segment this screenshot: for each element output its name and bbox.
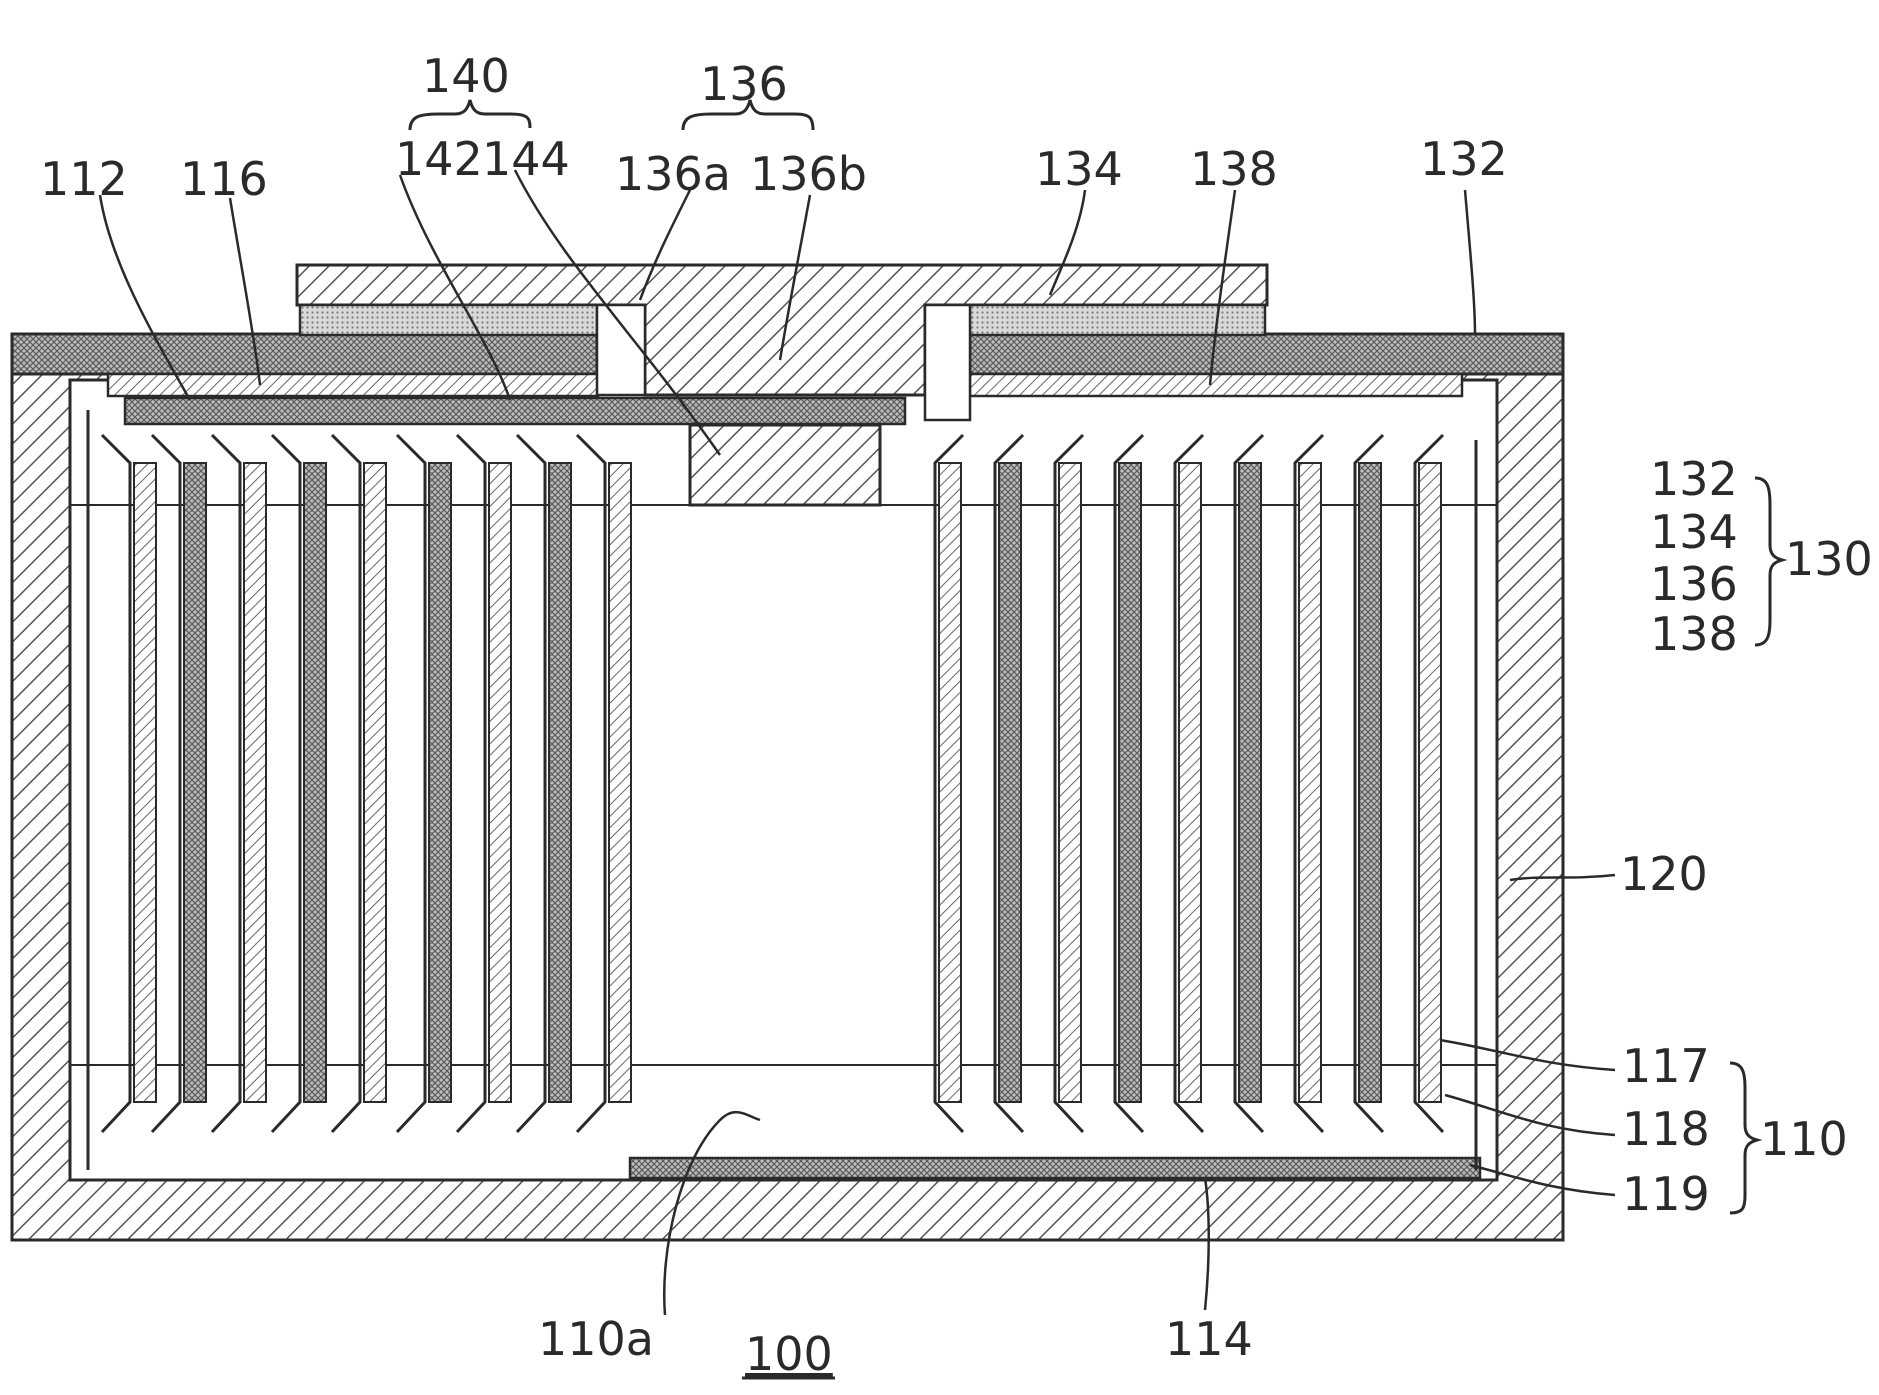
- label-119: 119: [1622, 1167, 1710, 1221]
- electrode-plate: [184, 463, 206, 1102]
- electrode-plate: [304, 463, 326, 1102]
- electrode-plate: [134, 463, 156, 1102]
- label-110: 110: [1760, 1112, 1848, 1166]
- electrode-outline: [397, 435, 425, 1132]
- label-118: 118: [1622, 1102, 1710, 1156]
- electrode-plate: [1059, 463, 1081, 1102]
- tab-lead-142: [125, 398, 905, 424]
- group130-item-136: 136: [1650, 557, 1738, 611]
- electrode-plate: [244, 463, 266, 1102]
- electrode-outline: [212, 435, 240, 1132]
- electrode-outline: [577, 435, 605, 1132]
- upper-band: [70, 505, 1497, 1055]
- top-plate-left: [12, 334, 597, 374]
- electrode-plate: [1419, 463, 1441, 1102]
- label-136a: 136a: [615, 147, 731, 201]
- electrode-plate: [489, 463, 511, 1102]
- electrode-outline: [332, 435, 360, 1132]
- electrode-plate: [1359, 463, 1381, 1102]
- label-112: 112: [40, 152, 128, 206]
- group130-item-138: 138: [1650, 607, 1738, 661]
- gap-right: [925, 305, 970, 420]
- electrode-outline: [272, 435, 300, 1132]
- group130-item-134: 134: [1650, 505, 1738, 559]
- electrode-plate: [429, 463, 451, 1102]
- label-140: 140: [422, 49, 510, 103]
- electrode-outline: [102, 435, 130, 1132]
- electrode-plate: [609, 463, 631, 1102]
- electrode-outline: [457, 435, 485, 1132]
- gasket-left: [300, 305, 597, 335]
- group130-item-132: 132: [1650, 452, 1738, 506]
- electrode-plate: [1119, 463, 1141, 1102]
- electrode-plate: [999, 463, 1021, 1102]
- label-110a: 110a: [538, 1312, 654, 1366]
- gap-left: [597, 305, 645, 395]
- label-144: 144: [482, 132, 570, 186]
- label-138: 138: [1190, 142, 1278, 196]
- bottom-collector-114: [630, 1158, 1480, 1178]
- electrode-stack: [102, 435, 1443, 1132]
- electrode-plate: [939, 463, 961, 1102]
- label-132: 132: [1420, 132, 1508, 186]
- electrode-plate: [364, 463, 386, 1102]
- label-117: 117: [1622, 1039, 1710, 1093]
- label-142: 142: [395, 132, 483, 186]
- top-plate-right: [970, 334, 1563, 374]
- electrode-plate: [1299, 463, 1321, 1102]
- label-136: 136: [700, 57, 788, 111]
- insulator-right: [970, 374, 1462, 396]
- label-134: 134: [1035, 142, 1123, 196]
- label-116: 116: [180, 152, 268, 206]
- electrode-outline: [517, 435, 545, 1132]
- label-100: 100: [745, 1327, 833, 1381]
- label-136b: 136b: [750, 147, 867, 201]
- gasket-right: [970, 305, 1265, 335]
- tab-144: [690, 425, 880, 505]
- electrode-plate: [549, 463, 571, 1102]
- label-114: 114: [1165, 1312, 1253, 1366]
- label-120: 120: [1620, 847, 1708, 901]
- electrode-plate: [1179, 463, 1201, 1102]
- label-130: 130: [1785, 532, 1873, 586]
- electrode-plate: [1239, 463, 1261, 1102]
